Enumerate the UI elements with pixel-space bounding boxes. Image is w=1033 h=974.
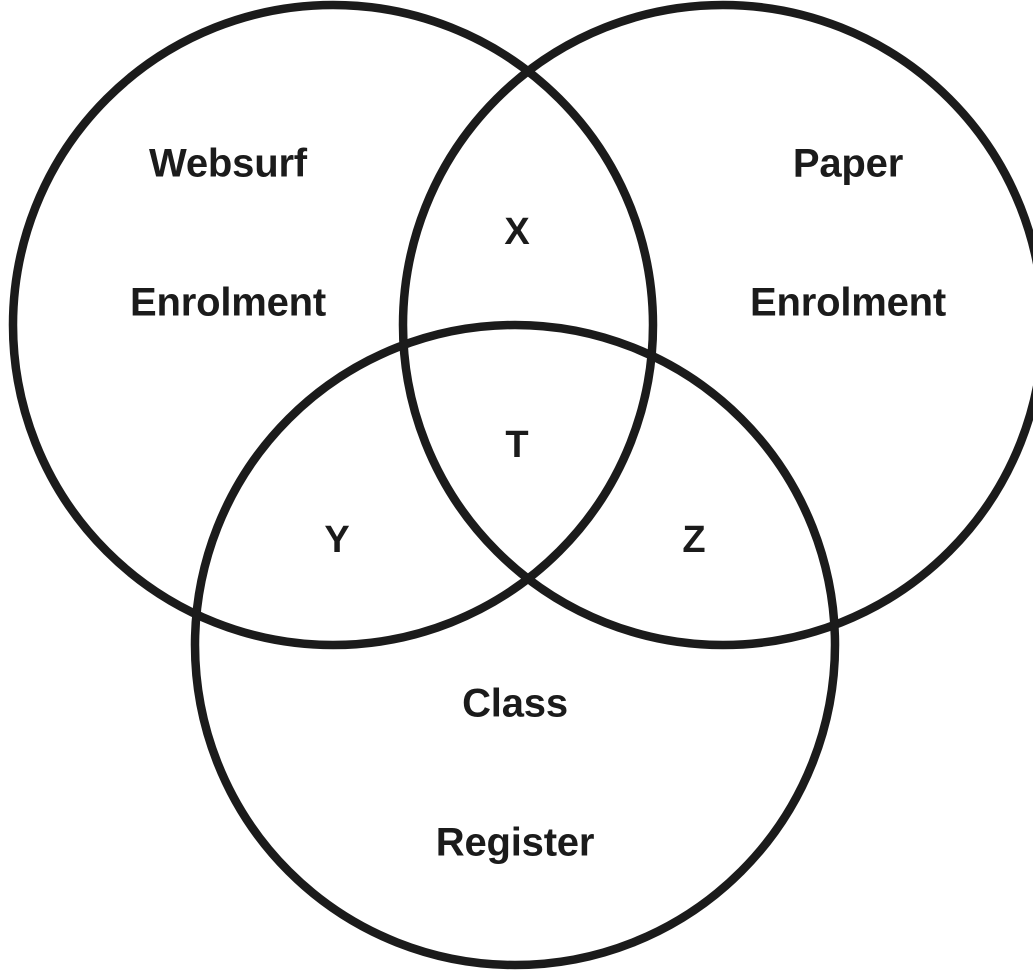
set-label-line-2: Enrolment xyxy=(750,280,946,325)
region-label-y: Y xyxy=(324,518,350,561)
set-label-paper-enrolment: Paper Enrolment xyxy=(750,47,946,418)
region-label-x: X xyxy=(504,210,530,253)
circle-paper-enrolment xyxy=(398,0,1033,650)
set-label-line-1: Websurf xyxy=(149,141,307,186)
region-label-t: T xyxy=(505,423,529,466)
circle-websurf-enrolment xyxy=(8,0,658,650)
set-label-class-register: Class Register xyxy=(435,587,595,958)
set-label-line-1: Paper xyxy=(792,141,904,186)
region-label-z: Z xyxy=(682,518,706,561)
set-label-websurf-enrolment: Websurf Enrolment xyxy=(130,47,326,418)
set-label-line-2: Register xyxy=(435,820,595,865)
set-label-line-2: Enrolment xyxy=(130,280,326,325)
circle-class-register xyxy=(190,320,840,970)
set-label-line-1: Class xyxy=(462,681,568,726)
